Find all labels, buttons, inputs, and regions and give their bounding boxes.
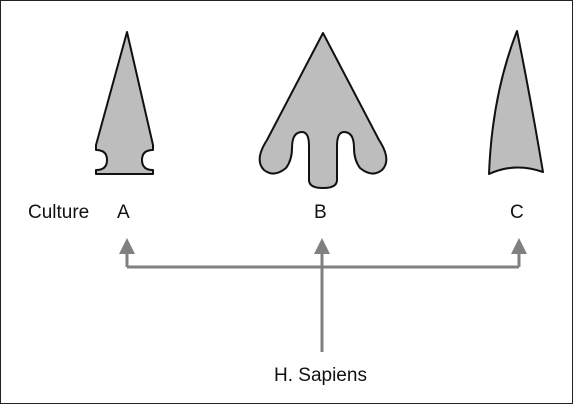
arrowhead-a (119, 238, 135, 254)
arrowhead-b (314, 238, 330, 254)
point-c-shape (489, 31, 543, 174)
point-a-shape (96, 32, 153, 174)
arrowhead-c (511, 238, 527, 254)
culture-label: Culture (28, 203, 89, 222)
culture-c-label: C (510, 203, 524, 222)
h-sapiens-label: H. Sapiens (274, 366, 367, 385)
point-b-shape (260, 33, 387, 188)
culture-b-label: B (314, 203, 327, 222)
arrow-network (127, 252, 519, 352)
culture-a-label: A (117, 203, 130, 222)
